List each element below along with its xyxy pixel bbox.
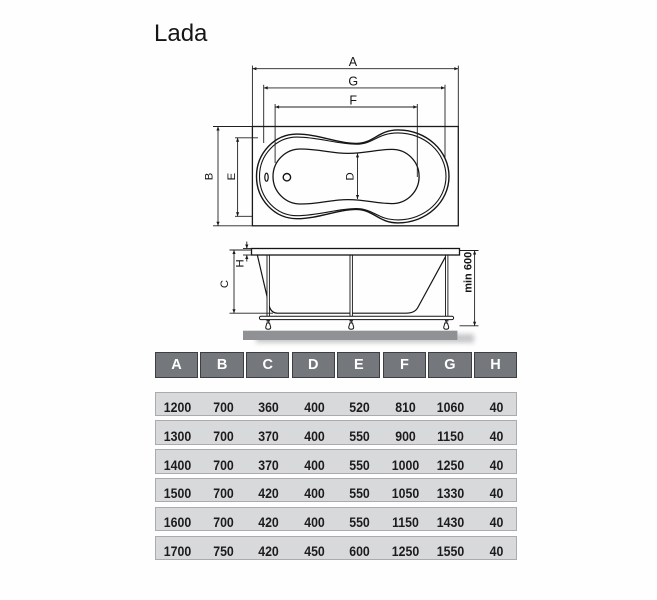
svg-text:G: G: [348, 75, 358, 89]
svg-text:C: C: [219, 280, 231, 288]
svg-text:A: A: [349, 55, 358, 69]
svg-text:D: D: [344, 172, 356, 180]
svg-text:F: F: [349, 94, 357, 108]
svg-text:B: B: [203, 173, 215, 181]
svg-text:H: H: [235, 259, 247, 267]
svg-text:min 600: min 600: [462, 252, 474, 293]
svg-text:E: E: [226, 172, 238, 180]
